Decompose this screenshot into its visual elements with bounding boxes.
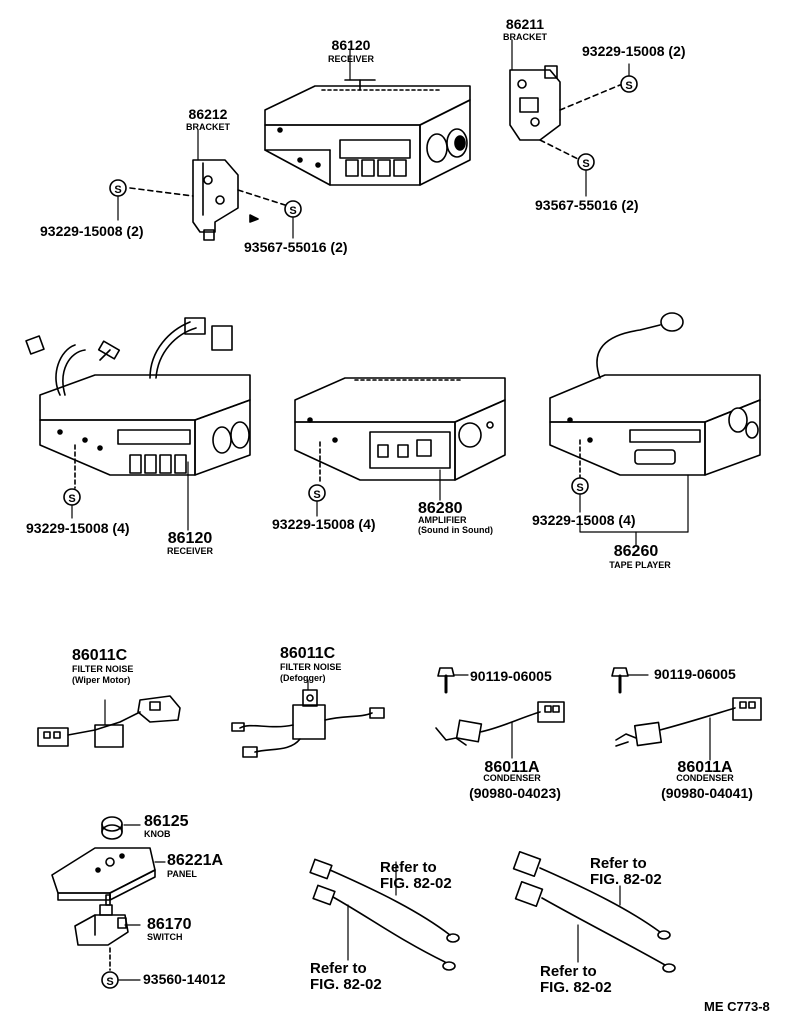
filter-defog-name: FILTER NOISE [280,662,342,672]
svg-text:S: S [582,158,589,170]
bolt-top-left-label: 93229-15008 (2) [40,223,144,239]
svg-text:S: S [106,976,113,988]
amplifier-note: (Sound in Sound) [418,525,493,535]
filter-wiper-name: FILTER NOISE [72,664,134,674]
refer-top-mid: Refer to FIG. 82-02 [380,860,452,892]
panel-name: PANEL [167,869,197,879]
nut-top-right-label: 93567-55016 (2) [535,197,639,213]
svg-text:S: S [289,205,296,217]
bracket-86212-name: BRACKET [186,122,230,132]
bracket-86212-drawing [129,129,286,241]
refer-top-right-line1: Refer to [590,855,647,872]
refer-top-mid-line2: FIG. 82-02 [380,874,452,892]
receiver-top-name: RECEIVER [327,54,375,64]
bracket-86211-drawing [509,39,621,161]
switch-name: SWITCH [147,932,183,942]
condenser-left-number: 86011A [484,759,540,776]
receiver-top-number: 86120 [331,37,371,53]
knob-panel-switch-drawing: S [51,816,166,989]
s-symbols-mid: S S S [63,477,589,519]
s-symbols-top: S S S S [109,49,638,239]
filter-defog-number: 86011C [280,645,336,662]
receiver-mid-number: 86120 [167,530,213,547]
refer-top-mid-line1: Refer to [380,859,437,876]
figure-code: ME C773-8 [704,999,770,1014]
switch-number: 86170 [147,916,192,933]
condenser-right-drawing [615,697,762,761]
tape-player-drawing [549,312,761,546]
filter-defog-note: (Defogger) [280,673,326,683]
harness-mid-drawing [309,858,460,971]
svg-text:S: S [114,184,121,196]
condenser-right-alt: (90980-04041) [661,785,753,801]
bolt-receiver-label: 93229-15008 (4) [26,520,130,536]
screw-right-label: 90119-06005 [654,666,736,682]
condenser-left-name: CONDENSER [483,773,541,783]
knob-name: KNOB [144,829,171,839]
condenser-right-number: 86011A [677,759,733,776]
refer-bot-mid: Refer to FIG. 82-02 [310,961,382,993]
refer-bot-right: Refer to FIG. 82-02 [540,964,612,996]
receiver-mid-drawing [25,317,251,531]
filter-wiper-drawing [37,695,181,748]
harness-right-drawing [512,850,676,973]
bracket-86211-name: BRACKET [503,32,547,42]
refer-bot-mid-line2: FIG. 82-02 [310,975,382,993]
bracket-86211-number: 86211 [505,16,545,32]
bracket-86212-number: 86212 [188,106,228,122]
svg-text:S: S [625,80,632,92]
condenser-left-alt: (90980-04023) [469,785,561,801]
bolt-tape-label: 93229-15008 (4) [532,512,636,528]
screw-left-label: 90119-06005 [470,668,552,684]
filter-wiper-number: 86011C [72,647,128,664]
svg-text:S: S [313,489,320,501]
refer-top-right: Refer to FIG. 82-02 [590,856,662,888]
refer-bot-mid-line1: Refer to [310,960,367,977]
filter-defog-drawing [231,679,385,758]
filter-wiper-note: (Wiper Motor) [72,675,131,685]
screws-drawing [437,667,649,694]
tape-player-number: 86260 [613,543,659,560]
tape-player-name: TAPE PLAYER [609,560,671,570]
svg-text:S: S [68,493,75,505]
svg-text:S: S [576,482,583,494]
bolt-top-right-label: 93229-15008 (2) [582,43,686,59]
nut-top-mid-label: 93567-55016 (2) [244,239,348,255]
refer-bot-right-line1: Refer to [540,963,597,980]
receiver-top-drawing [264,79,471,186]
knob-number: 86125 [144,813,189,830]
condenser-left-drawing [435,701,565,759]
bolt-switch-label: 93560-14012 [143,971,226,987]
condenser-right-name: CONDENSER [676,773,734,783]
panel-number: 86221A [167,852,224,869]
amplifier-number: 86280 [418,500,463,517]
refer-bot-right-line2: FIG. 82-02 [540,978,612,996]
amplifier-name: AMPLIFIER [418,515,467,525]
receiver-mid-name: RECEIVER [166,546,214,556]
amplifier-drawing [294,377,506,501]
bolt-amp-label: 93229-15008 (4) [272,516,376,532]
refer-top-right-line2: FIG. 82-02 [590,870,662,888]
